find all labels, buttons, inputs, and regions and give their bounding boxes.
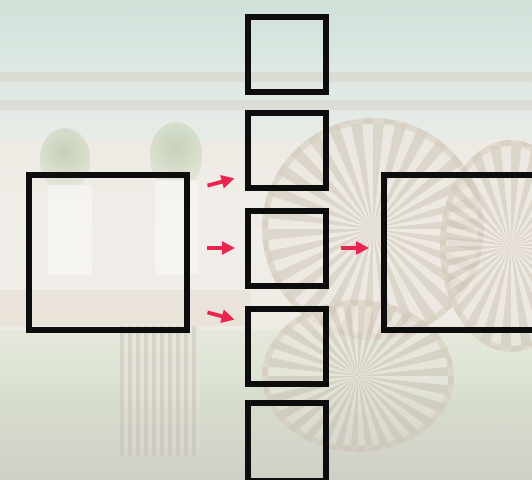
input-box: [26, 172, 190, 333]
middle-box: [245, 208, 329, 289]
background-plank: [0, 100, 532, 110]
middle-box: [245, 400, 329, 480]
middle-box: [245, 110, 329, 191]
middle-box: [245, 14, 329, 95]
output-box: [381, 172, 532, 333]
right-arrow-icon: [206, 240, 236, 256]
right-arrow-icon: [340, 240, 370, 256]
middle-box: [245, 306, 329, 387]
